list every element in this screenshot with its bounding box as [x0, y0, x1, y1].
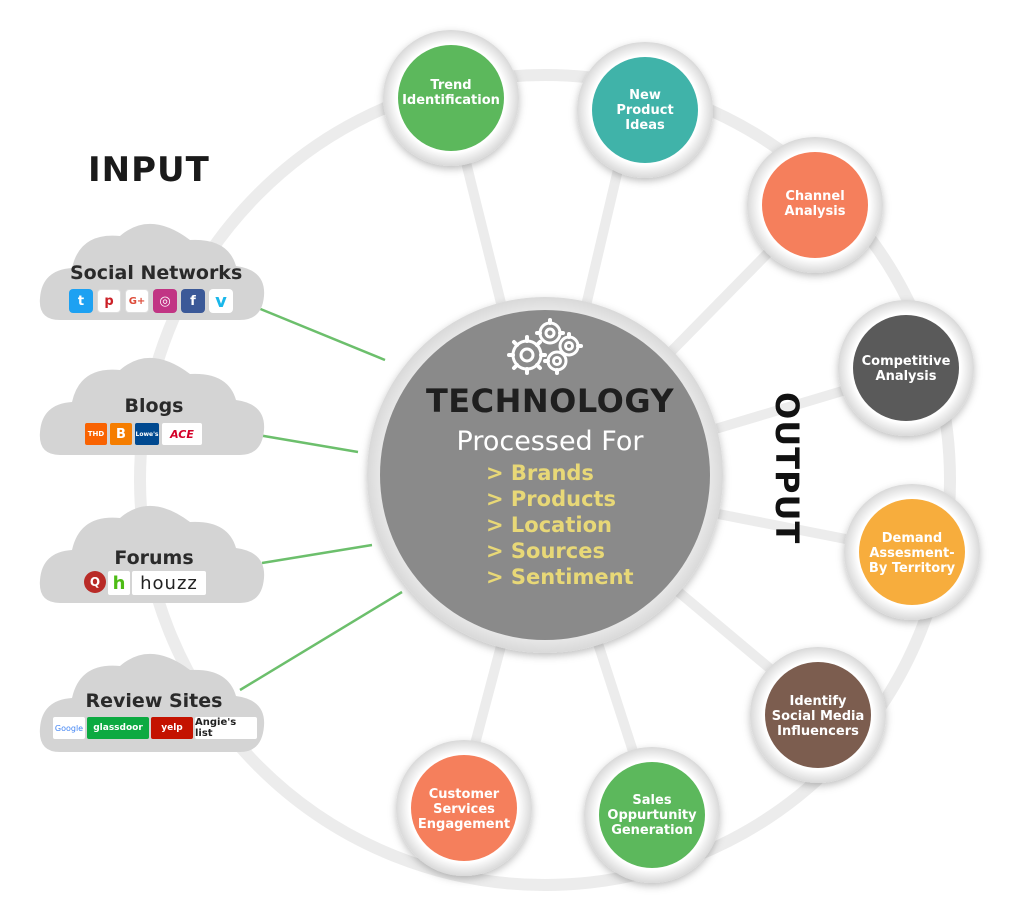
blogger-logo: B	[110, 423, 132, 445]
node-line: Services	[433, 802, 495, 817]
node-influencers	[750, 647, 886, 783]
home-depot-logo: THD	[85, 423, 107, 445]
node-trend	[383, 30, 519, 166]
google-logo: Google	[53, 717, 85, 739]
node-line: Demand	[881, 531, 943, 546]
node-line: By Territory	[868, 561, 956, 576]
node-channel	[747, 137, 883, 273]
list-item-location: > Location	[486, 513, 612, 537]
google-plus-icon: G+	[125, 289, 149, 313]
houzz-logo: houzz	[132, 571, 206, 595]
node-line: Identification	[402, 93, 500, 108]
node-line: Channel	[785, 189, 845, 204]
gears-icon	[507, 318, 583, 375]
node-label-sales: Sales Oppurtunity Generation	[597, 793, 707, 838]
ace-hardware-logo: ACE	[162, 423, 202, 445]
node-label-new-product: New Product Ideas	[590, 88, 700, 133]
node-customer	[396, 740, 532, 876]
social-icons: t p G+ ◎ f v	[69, 289, 233, 313]
glassdoor-logo: glassdoor	[87, 717, 149, 739]
node-line: Generation	[611, 823, 693, 838]
node-label-customer: Customer Services Engagement	[409, 787, 519, 832]
node-line: Oppurtunity	[607, 808, 697, 823]
node-line: Trend	[430, 78, 472, 93]
node-label-competitive: Competitive Analysis	[851, 354, 961, 384]
blog-logos: THD B Lowe's ACE	[85, 423, 202, 445]
node-line: Product	[616, 103, 674, 118]
list-item-brands: > Brands	[486, 461, 594, 485]
source-label-review-sites: Review Sites	[85, 690, 223, 712]
node-line: Customer	[428, 787, 500, 802]
output-circles	[383, 30, 980, 883]
output-ring	[134, 69, 956, 891]
technology-title: TECHNOLOGY	[425, 382, 675, 420]
processed-list: > Brands > Products > Location > Sources…	[486, 460, 634, 590]
node-sales	[584, 747, 720, 883]
node-line: Identify	[789, 694, 847, 709]
list-item-sentiment: > Sentiment	[486, 565, 634, 589]
node-line: Sales	[632, 793, 672, 808]
node-new-product	[577, 42, 713, 178]
source-label-social-networks: Social Networks	[70, 262, 243, 284]
node-line: Assesment-	[869, 546, 955, 561]
forum-logos: Q h houzz	[84, 571, 206, 595]
node-line: New	[629, 88, 661, 103]
source-label-blogs: Blogs	[124, 395, 184, 417]
node-label-channel: Channel Analysis	[760, 189, 870, 219]
cloud-social	[39, 223, 265, 320]
list-item-sources: > Sources	[486, 539, 605, 563]
node-line: Analysis	[784, 204, 846, 219]
node-line: Analysis	[875, 369, 937, 384]
houzz-h-logo: h	[108, 571, 130, 595]
node-label-trend: Trend Identification	[396, 78, 506, 108]
yelp-logo: yelp	[151, 717, 193, 739]
twitter-icon: t	[69, 289, 93, 313]
pinterest-icon: p	[97, 289, 121, 313]
node-line: Ideas	[625, 118, 665, 133]
angies-list-logo: Angie's list	[195, 717, 257, 739]
review-logos: Google glassdoor yelp Angie's list	[53, 717, 257, 739]
vimeo-icon: v	[209, 289, 233, 313]
node-line: Social Media	[771, 709, 865, 724]
node-line: Engagement	[417, 817, 511, 832]
output-title: OUTPUT	[768, 392, 806, 545]
node-label-demand: Demand Assesment- By Territory	[857, 531, 967, 576]
node-line: Influencers	[777, 724, 859, 739]
node-competitive	[838, 300, 974, 436]
node-line: Competitive	[861, 354, 951, 369]
facebook-icon: f	[181, 289, 205, 313]
quora-logo: Q	[84, 571, 106, 593]
instagram-icon: ◎	[153, 289, 177, 313]
center-circle	[367, 297, 723, 653]
list-item-products: > Products	[486, 487, 617, 511]
node-demand	[844, 484, 980, 620]
source-label-forums: Forums	[114, 547, 194, 569]
input-title: INPUT	[88, 150, 210, 190]
processed-for-subtitle: Processed For	[456, 426, 644, 457]
lowes-logo: Lowe's	[135, 423, 159, 445]
input-connectors	[239, 306, 403, 692]
node-label-influencers: Identify Social Media Influencers	[763, 694, 873, 739]
